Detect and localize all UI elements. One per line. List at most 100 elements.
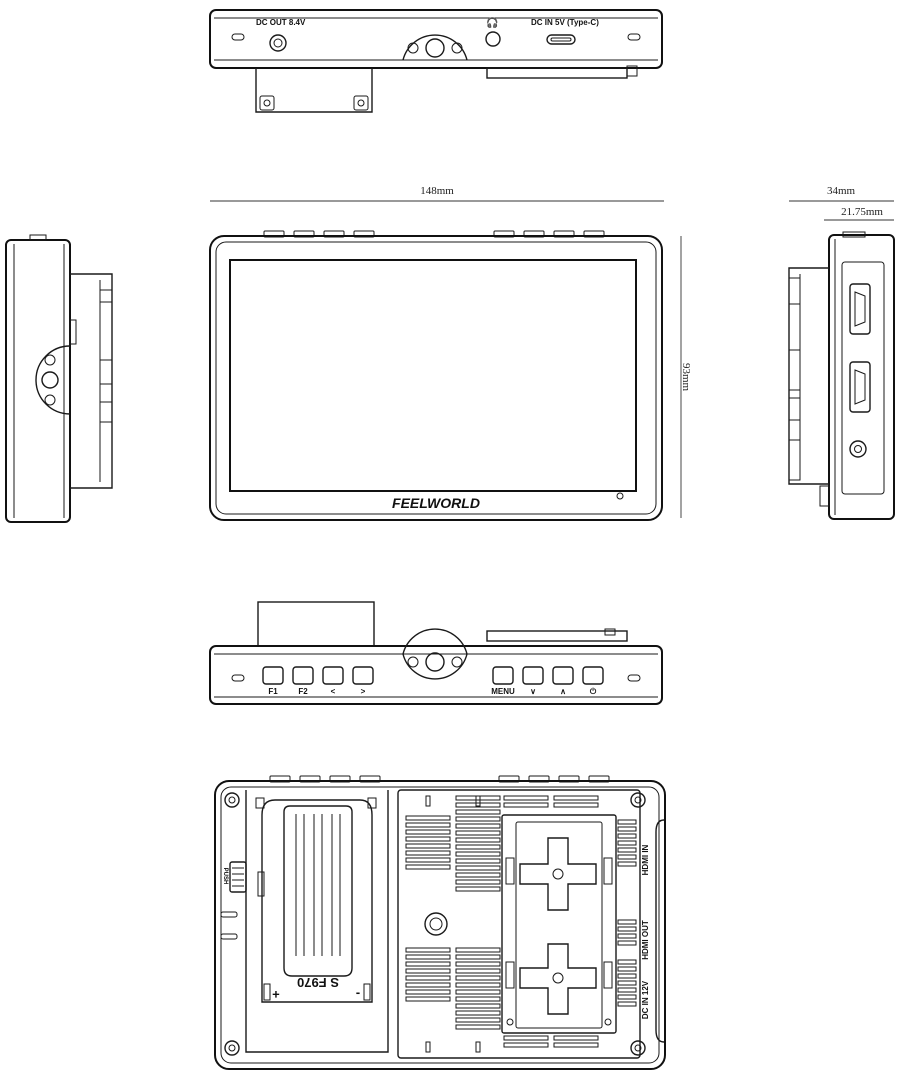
vent-slot: [455, 795, 501, 801]
right-button[interactable]: [352, 666, 374, 685]
vent-slot: [455, 1017, 501, 1023]
left-body: [5, 239, 71, 523]
vent-slot: [455, 844, 501, 850]
rear-mount-hole: [424, 912, 448, 936]
vent-slot: [553, 1035, 599, 1041]
vent-slot: [455, 1024, 501, 1030]
front-logo: FEELWORLD: [392, 495, 480, 511]
battery-pack: [261, 799, 373, 1003]
vent-slot: [405, 857, 451, 863]
vent-slot: [455, 1010, 501, 1016]
down-button[interactable]: [522, 666, 544, 685]
screw-bottom-left: [224, 1040, 240, 1056]
right-side-view: [788, 231, 895, 520]
screw-top-right: [630, 792, 646, 808]
push-label: PUSH: [222, 868, 228, 885]
vent-slot: [617, 819, 637, 825]
dc-out-label: DC OUT 8.4V: [256, 18, 306, 27]
vent-slot: [617, 994, 637, 1000]
left-label: <: [331, 687, 336, 696]
push-release-button[interactable]: [229, 861, 247, 893]
vent-slot: [455, 961, 501, 967]
bottom-view: F1 F2 < > MENU ∨ ∧ ⏻: [209, 601, 663, 705]
tripod-screw: [425, 38, 445, 58]
battery-plate-top: [255, 68, 373, 113]
bottom-battery-plate: [257, 601, 375, 647]
vent-slot: [617, 861, 637, 867]
hdmi-out-label: HDMI OUT: [641, 920, 650, 960]
vent-slot: [617, 854, 637, 860]
vent-slot: [455, 989, 501, 995]
power-button[interactable]: [582, 666, 604, 685]
right-battery-plate: [788, 267, 829, 485]
menu-button[interactable]: [492, 666, 514, 685]
dim-depth-total: 34mm: [827, 185, 856, 197]
dc-in-12v-label: DC IN 12V: [641, 980, 650, 1019]
vent-slot: [503, 1042, 549, 1048]
mount-plate: [501, 814, 617, 1034]
up-button[interactable]: [552, 666, 574, 685]
bottom-vmount-plate: [486, 630, 628, 642]
hdmi-out-port: [849, 361, 871, 413]
headphone-jack: [485, 31, 501, 47]
vent-slot: [553, 1042, 599, 1048]
vent-panel: [397, 789, 641, 1059]
usb-c-port: [546, 34, 576, 45]
vent-slot: [455, 816, 501, 822]
battery-minus: -: [356, 987, 360, 1002]
vent-slot: [405, 961, 451, 967]
vent-slot: [455, 886, 501, 892]
vent-slot: [405, 968, 451, 974]
vent-slot: [617, 959, 637, 965]
vent-slot: [405, 989, 451, 995]
dim-height: 93mm: [680, 363, 692, 392]
f2-label: F2: [298, 687, 308, 696]
vent-slot: [455, 996, 501, 1002]
bottom-mount-outline: [402, 628, 468, 680]
back-body: [214, 780, 666, 1070]
vent-grilles: [405, 795, 637, 1048]
vent-slot: [405, 829, 451, 835]
vent-slot: [455, 823, 501, 829]
vent-slot: [455, 830, 501, 836]
vent-slot: [617, 847, 637, 853]
left-button[interactable]: [322, 666, 344, 685]
vent-slot: [553, 802, 599, 808]
vent-slot: [617, 987, 637, 993]
vent-slot: [455, 947, 501, 953]
vent-slot: [405, 864, 451, 870]
vent-slot: [455, 865, 501, 871]
cross-slot-upper: [519, 837, 597, 911]
vmount-plate-top: [486, 67, 628, 79]
left-battery-plate: [70, 273, 113, 489]
vent-slot: [617, 926, 637, 932]
vent-slot: [455, 879, 501, 885]
vent-slot: [617, 826, 637, 832]
vent-slot: [455, 851, 501, 857]
dc-in-12v-port: [849, 440, 867, 458]
vent-slot: [617, 1001, 637, 1007]
power-label: ⏻: [590, 687, 597, 696]
vent-slot: [617, 980, 637, 986]
battery-label: S F970: [297, 975, 339, 990]
front-screen: [229, 259, 637, 492]
vent-slot: [405, 975, 451, 981]
front-view: FEELWORLD: [209, 230, 663, 521]
down-label: ∨: [530, 687, 536, 696]
vent-slot: [455, 982, 501, 988]
mount-plate-frame: [501, 814, 617, 1034]
back-view: S F970 + - PUSH: [214, 775, 666, 1070]
vent-slot: [455, 809, 501, 815]
top-slot-right: [627, 33, 641, 41]
vent-slot: [503, 1035, 549, 1041]
back-port-edge: [655, 819, 665, 1043]
vent-slot: [455, 975, 501, 981]
vent-slot: [503, 802, 549, 808]
vent-slot: [503, 795, 549, 801]
vent-slot: [553, 795, 599, 801]
vent-slot: [405, 996, 451, 1002]
dc-out-port: [269, 34, 287, 52]
f1-button[interactable]: [262, 666, 284, 685]
f2-button[interactable]: [292, 666, 314, 685]
vent-slot: [405, 982, 451, 988]
